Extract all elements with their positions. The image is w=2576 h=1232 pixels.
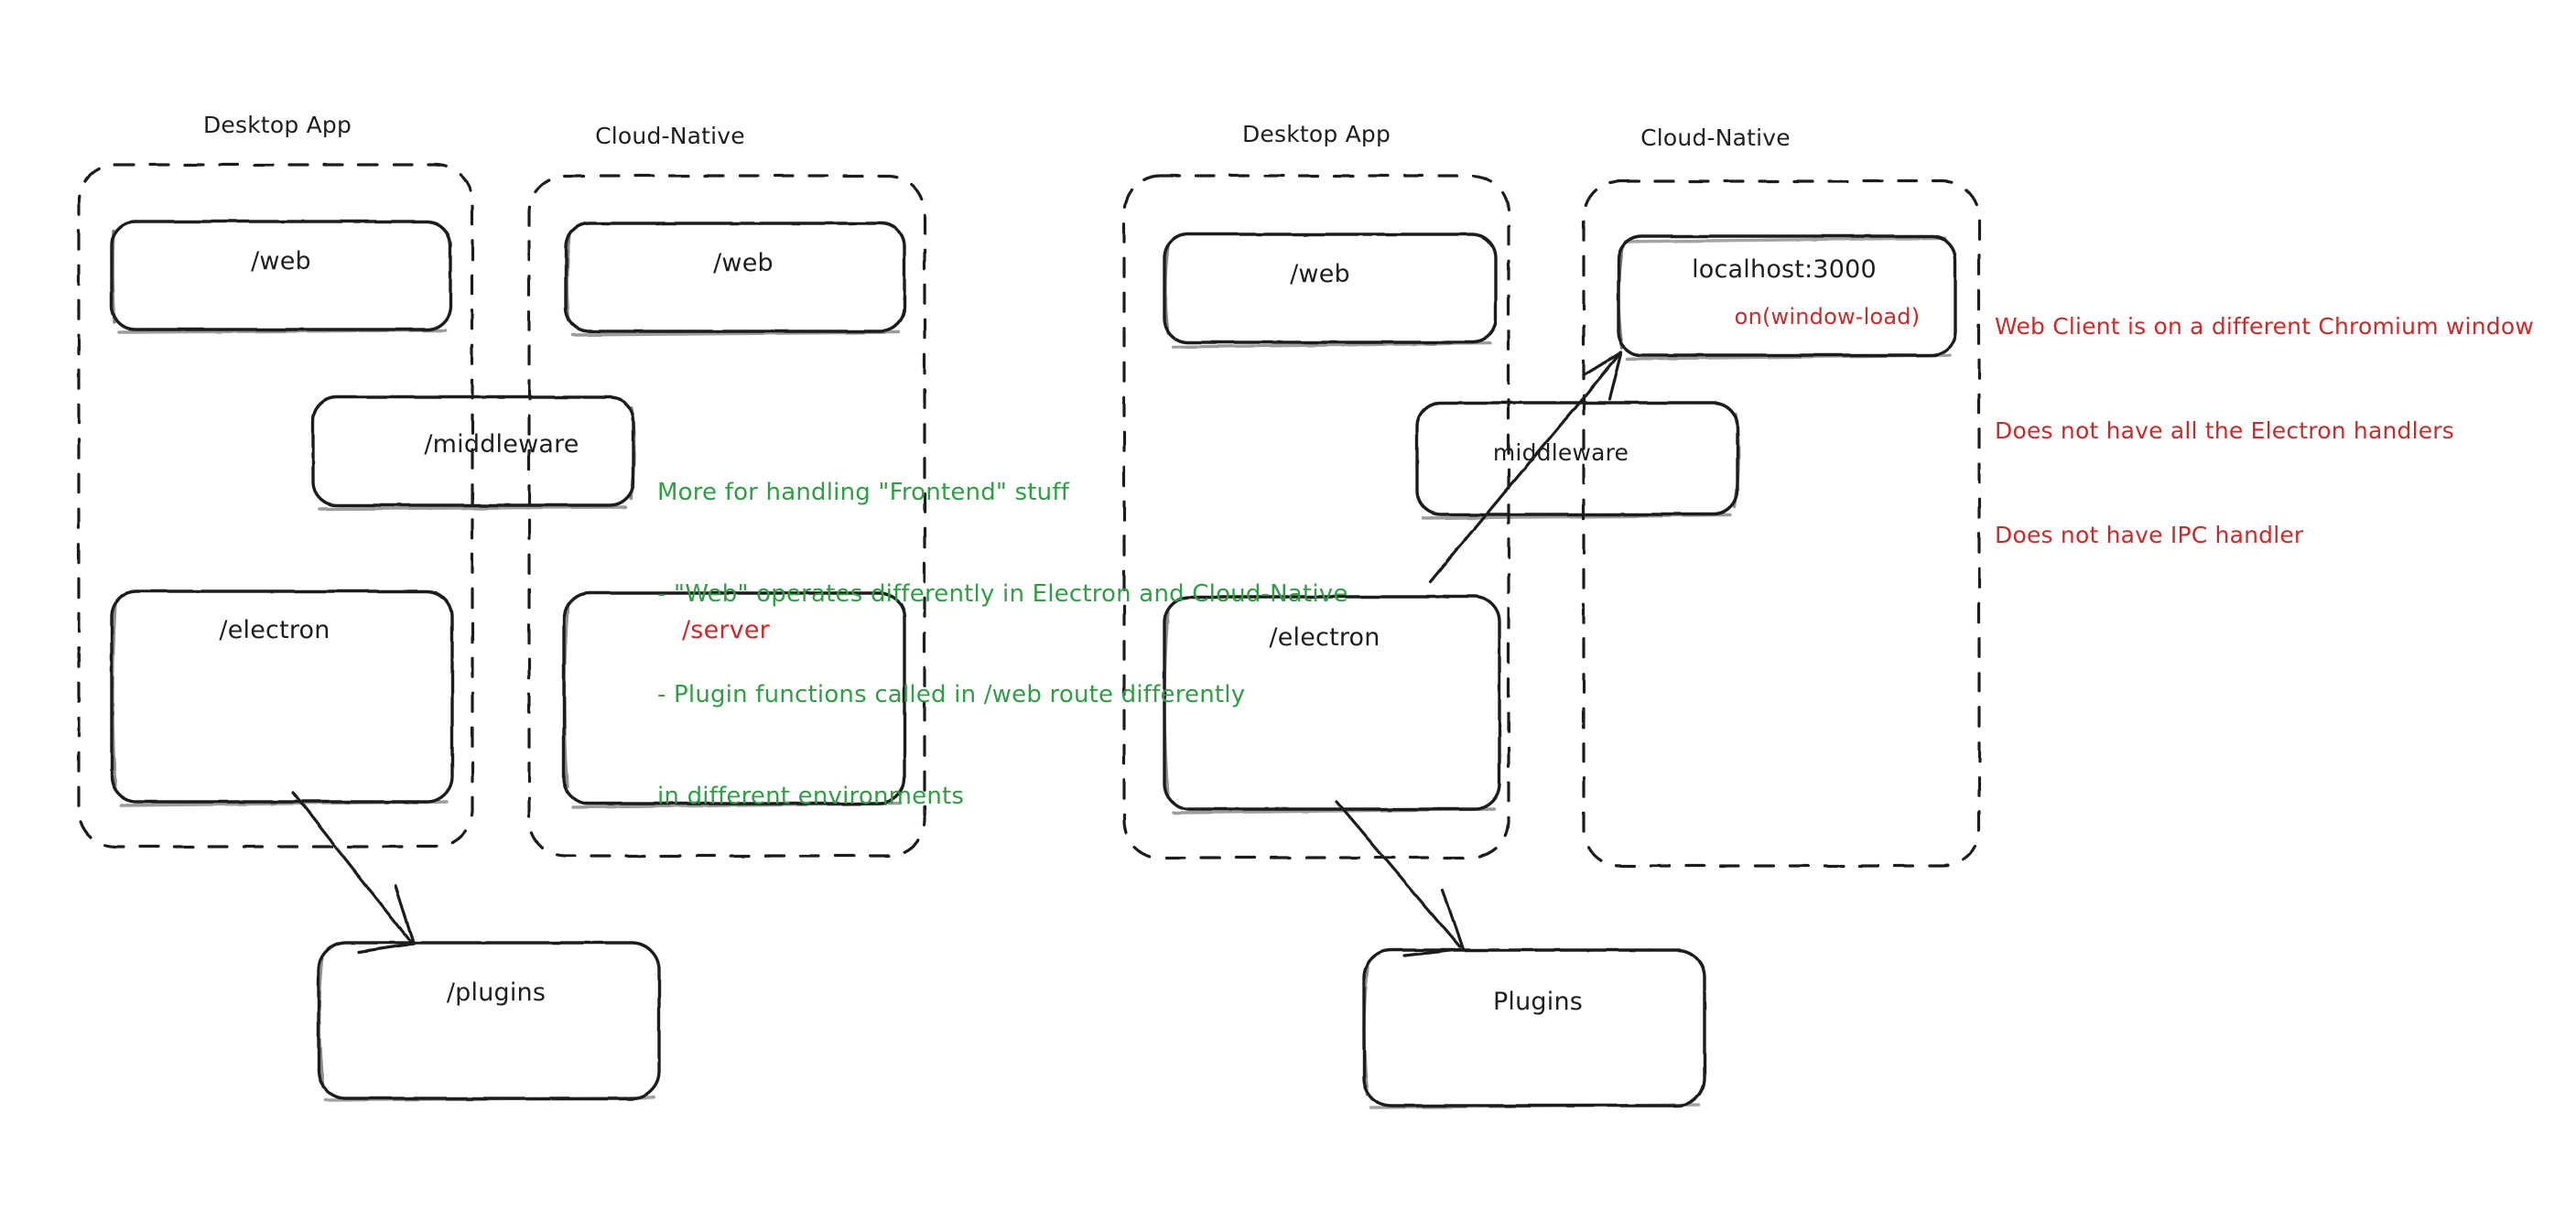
box-web-left: [110, 220, 452, 334]
box-plugins-left: [317, 941, 661, 1102]
group-left-cloud-native: [527, 174, 926, 858]
box-electron-right: [1163, 595, 1501, 815]
group-label-left-cloud-native: Cloud-Native: [595, 123, 745, 149]
box-label-localhost-right: localhost:3000: [1692, 255, 1877, 284]
box-label-middleware-left: /middleware: [424, 430, 579, 459]
note-frontend-line-4: in different environments: [657, 782, 965, 810]
box-web-cloud-left: [564, 222, 906, 337]
note-frontend-green: More for handling "Frontend" stuff - "We…: [657, 408, 1348, 881]
box-label-web-left: /web: [251, 247, 311, 276]
box-localhost-right: [1617, 234, 1957, 361]
group-left-desktop-app: [77, 163, 474, 848]
box-label-plugins-left: /plugins: [446, 978, 547, 1007]
note-web-client-red: Web Client is on a different Chromium wi…: [1995, 240, 2534, 622]
group-right-desktop-app: [1122, 174, 1510, 859]
note-frontend-line-2: - "Web" operates differently in Electron…: [657, 579, 1348, 608]
box-label-middleware-right: middleware: [1492, 439, 1629, 466]
box-label-web-right: /web: [1290, 260, 1350, 288]
box-label-web-cloud-left: /web: [713, 249, 774, 277]
box-middleware-left: [311, 395, 636, 511]
box-web-right: [1163, 232, 1498, 349]
box-sublabel-on-window-load-right: on(window-load): [1734, 304, 1921, 330]
arrow-electron-to-plugins-right: [1335, 800, 1465, 957]
arrow-electron-to-plugins-left: [291, 791, 416, 954]
note-frontend-line-1: More for handling "Frontend" stuff: [657, 478, 1070, 506]
box-electron-left: [110, 589, 454, 807]
group-label-right-cloud-native: Cloud-Native: [1640, 124, 1791, 151]
note-web-client-line-3: Does not have IPC handler: [1995, 522, 2304, 548]
group-label-left-desktop-app: Desktop App: [202, 112, 352, 138]
group-label-right-desktop-app: Desktop App: [1241, 121, 1391, 147]
arrow-electron-to-localhost-right: [1428, 351, 1623, 584]
box-middleware-right: [1415, 401, 1740, 520]
group-right-cloud-native: [1582, 179, 1981, 868]
note-web-client-line-1: Web Client is on a different Chromium wi…: [1995, 313, 2534, 340]
box-label-electron-right: /electron: [1269, 623, 1380, 652]
box-server-left: [562, 591, 906, 809]
box-label-plugins-right: Plugins: [1492, 988, 1584, 1016]
note-web-client-line-2: Does not have all the Electron handlers: [1995, 417, 2455, 444]
note-frontend-line-3: - Plugin functions called in /web route …: [657, 681, 1246, 709]
box-label-server-left: /server: [682, 616, 770, 644]
box-plugins-right: [1362, 948, 1706, 1109]
box-label-electron-left: /electron: [219, 616, 330, 644]
